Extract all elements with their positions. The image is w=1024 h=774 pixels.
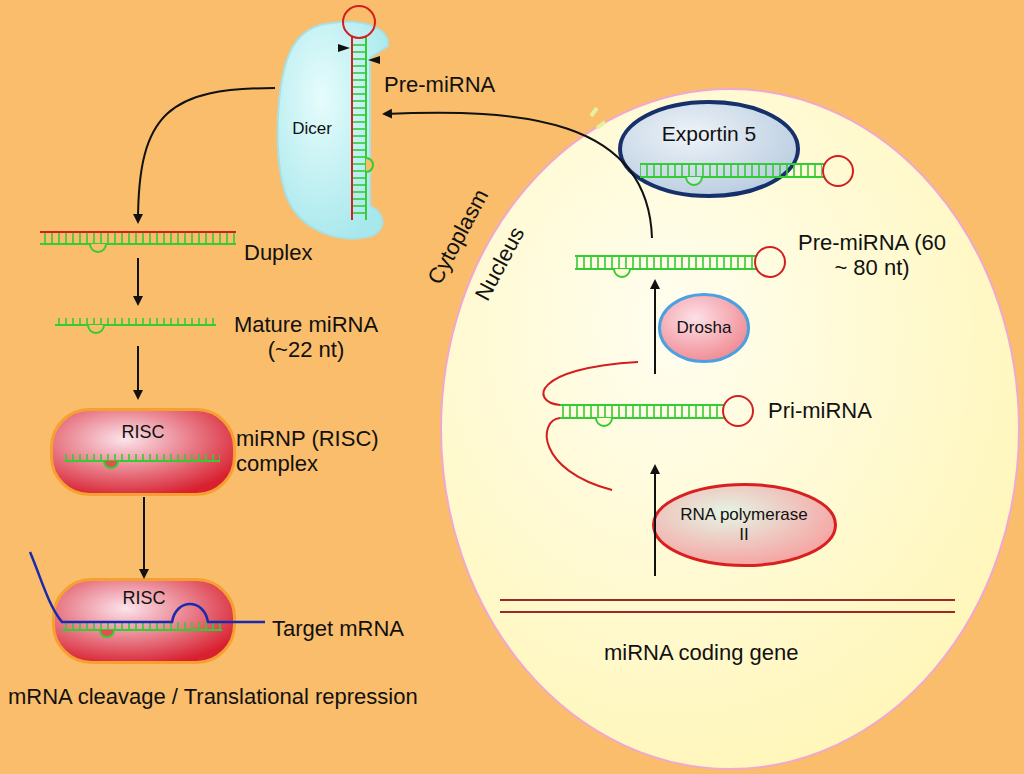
risc-complex: RISC (50, 408, 236, 496)
node-text: RISC (121, 422, 164, 443)
risc-complex-outline (50, 408, 236, 496)
node-text: RISC (122, 588, 165, 609)
diagram-label: Pre-miRNA (60 ~ 80 nt) (794, 230, 950, 281)
drosha-enzyme: Drosha (658, 293, 750, 363)
flow-arrow (143, 497, 145, 577)
diagram-label: Mature miRNA (~22 nt) (220, 312, 392, 363)
nucleus-region: NucleusExportin 5DroshaRNA polymerase II (440, 88, 1020, 770)
dicer-enzyme-outline (272, 18, 392, 240)
diagram-label: mRNA cleavage / Translational repression (8, 684, 418, 709)
node-text: Exportin 5 (662, 122, 757, 146)
node-text: Drosha (677, 318, 732, 338)
diagram-label: miRNP (RISC) complex (236, 426, 418, 477)
label-holder: Cytoplasm (406, 224, 510, 249)
label-holder: Target mRNA (272, 616, 404, 641)
exportin-protein-outline (618, 100, 800, 198)
label-holder: miRNA coding gene (604, 640, 798, 665)
diagram-label: Pri-miRNA (768, 398, 872, 423)
label-holder: Pre-miRNA (60 ~ 80 nt) (794, 230, 950, 281)
label-holder: miRNP (RISC) complex (236, 426, 418, 477)
diagram-label: miRNA coding gene (604, 640, 798, 665)
label-holder: mRNA cleavage / Translational repression (8, 684, 418, 709)
label-holder: Pre-miRNA (384, 72, 495, 97)
exportin-protein: Exportin 5 (618, 100, 800, 198)
label-holder: Mature miRNA (~22 nt) (220, 312, 392, 363)
node-text: Dicer (292, 119, 332, 139)
diagram-label: Target mRNA (272, 616, 404, 641)
diagram-label: Pre-miRNA (384, 72, 495, 97)
diagram-label: Duplex (244, 240, 312, 265)
label-holder: Duplex (244, 240, 312, 265)
node-text: RNA polymerase II (679, 505, 809, 544)
polymerase-enzyme: RNA polymerase II (652, 483, 837, 567)
label-holder: Pri-miRNA (768, 398, 872, 423)
dicer-enzyme: Dicer (272, 18, 392, 240)
